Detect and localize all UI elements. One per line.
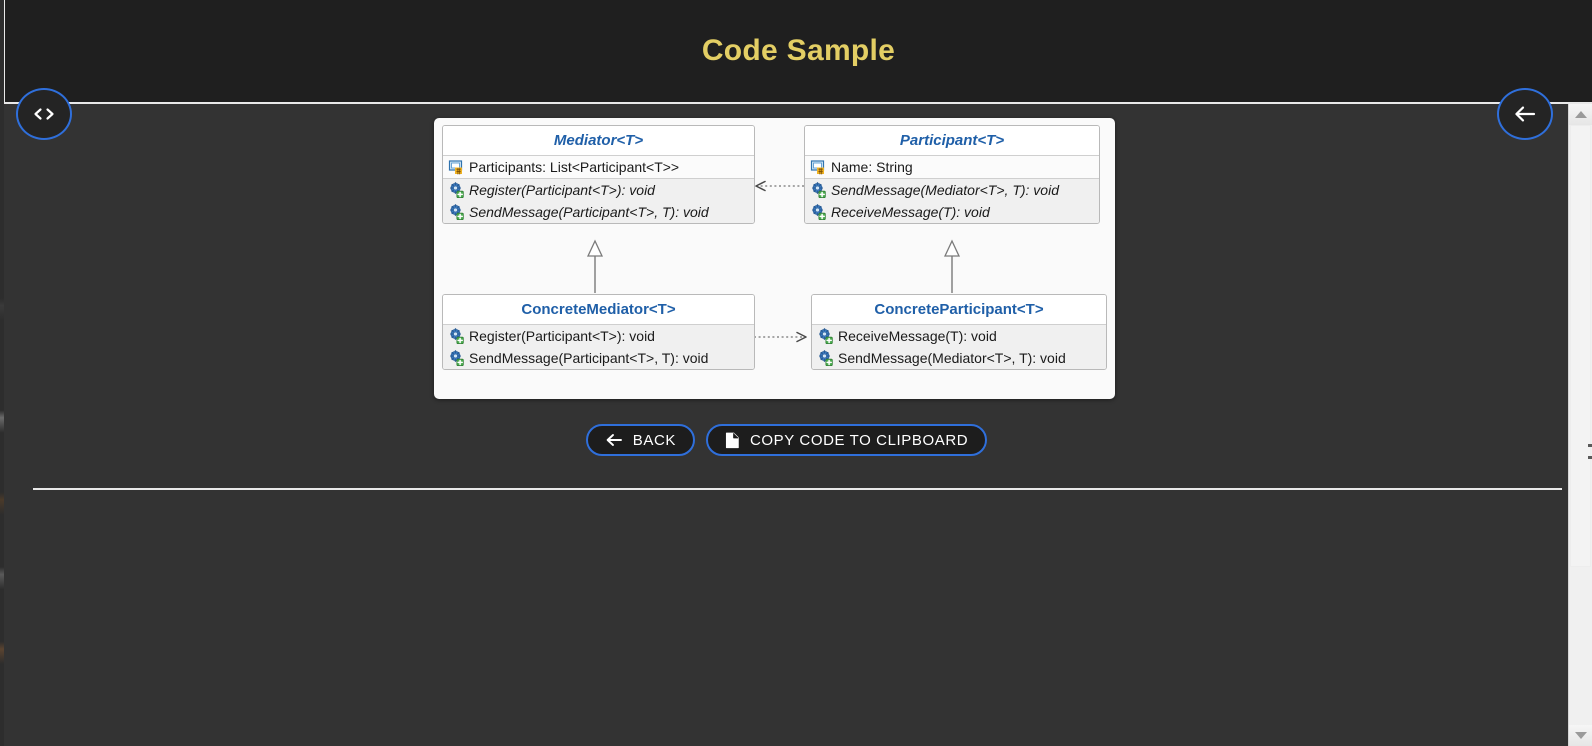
uml-fields-section: Participants: List<Participant<T>> [443, 156, 754, 179]
uml-methods-section: ReceiveMessage(T): void SendMessage(Medi… [812, 325, 1106, 369]
action-button-row: BACK COPY CODE TO CLIPBOARD [5, 424, 1568, 456]
chevron-down-icon [1574, 732, 1587, 739]
copy-code-button[interactable]: COPY CODE TO CLIPBOARD [705, 424, 988, 456]
back-button[interactable]: BACK [585, 424, 695, 456]
uml-method-text: ReceiveMessage(T): void [831, 204, 990, 220]
uml-diagram-card: Mediator<T> Participants: List<Participa… [434, 118, 1115, 399]
uml-class-mediator: Mediator<T> Participants: List<Participa… [442, 125, 755, 224]
arrow-left-icon [1513, 105, 1537, 123]
uml-field-row: Participants: List<Participant<T>> [443, 156, 754, 178]
chevron-up-icon [1574, 111, 1587, 118]
method-icon [450, 328, 464, 344]
vertical-scrollbar[interactable] [1568, 104, 1592, 746]
uml-method-row: SendMessage(Mediator<T>, T): void [805, 179, 1099, 201]
scrollbar-notch [1588, 456, 1592, 459]
page-title: Code Sample [701, 34, 896, 67]
method-icon [450, 350, 464, 366]
back-button-label: BACK [632, 431, 676, 449]
uml-diagram: Mediator<T> Participants: List<Participa… [434, 118, 1115, 399]
uml-method-row: ReceiveMessage(T): void [805, 201, 1099, 223]
uml-field-text: Participants: List<Participant<T>> [469, 159, 680, 175]
view-code-button[interactable] [16, 88, 72, 140]
uml-method-text: ReceiveMessage(T): void [838, 328, 997, 344]
uml-method-row: SendMessage(Participant<T>, T): void [443, 347, 754, 369]
uml-class-title: ConcreteParticipant<T> [812, 295, 1106, 325]
uml-method-text: SendMessage(Mediator<T>, T): void [838, 350, 1066, 366]
uml-methods-section: SendMessage(Mediator<T>, T): void Receiv… [805, 179, 1099, 223]
uml-method-row: Register(Participant<T>): void [443, 179, 754, 201]
uml-fields-section: Name: String [805, 156, 1099, 179]
arrow-left-icon [605, 433, 623, 447]
copy-document-icon [725, 432, 740, 449]
uml-field-row: Name: String [805, 156, 1099, 178]
method-icon [450, 182, 464, 198]
scrollbar-up-button[interactable] [1569, 104, 1592, 125]
uml-method-text: Register(Participant<T>): void [469, 328, 655, 344]
method-icon [812, 182, 826, 198]
uml-class-title: Participant<T> [805, 126, 1099, 156]
left-edge-strip [0, 0, 4, 746]
uml-method-row: Register(Participant<T>): void [443, 325, 754, 347]
uml-method-text: SendMessage(Participant<T>, T): void [469, 350, 709, 366]
scrollbar-down-button[interactable] [1569, 725, 1592, 746]
uml-class-title: Mediator<T> [443, 126, 754, 156]
uml-method-row: SendMessage(Participant<T>, T): void [443, 201, 754, 223]
field-icon [448, 160, 463, 175]
method-icon [450, 204, 464, 220]
page-header: Code Sample [5, 0, 1592, 104]
uml-class-participant: Participant<T> Name: String [804, 125, 1100, 224]
uml-class-title: ConcreteMediator<T> [443, 295, 754, 325]
uml-method-row: ReceiveMessage(T): void [812, 325, 1106, 347]
uml-method-text: SendMessage(Participant<T>, T): void [469, 204, 709, 220]
method-icon [819, 350, 833, 366]
scrollbar-thumb[interactable] [1570, 125, 1591, 567]
code-icon [33, 107, 55, 121]
uml-class-concrete-participant: ConcreteParticipant<T> ReceiveMessage(T)… [811, 294, 1107, 370]
scrollbar-notch [1588, 444, 1592, 447]
uml-field-text: Name: String [831, 159, 913, 175]
uml-methods-section: Register(Participant<T>): void SendMessa… [443, 179, 754, 223]
back-fab-button[interactable] [1497, 88, 1553, 140]
field-icon [810, 160, 825, 175]
left-edge-line [4, 0, 5, 104]
uml-class-concrete-mediator: ConcreteMediator<T> Register(Participant… [442, 294, 755, 370]
uml-method-text: Register(Participant<T>): void [469, 182, 655, 198]
method-icon [812, 204, 826, 220]
uml-method-row: SendMessage(Mediator<T>, T): void [812, 347, 1106, 369]
section-divider [33, 488, 1562, 490]
content-area: Mediator<T> Participants: List<Participa… [5, 106, 1568, 746]
copy-code-button-label: COPY CODE TO CLIPBOARD [749, 431, 969, 449]
uml-method-text: SendMessage(Mediator<T>, T): void [831, 182, 1059, 198]
uml-methods-section: Register(Participant<T>): void SendMessa… [443, 325, 754, 369]
method-icon [819, 328, 833, 344]
